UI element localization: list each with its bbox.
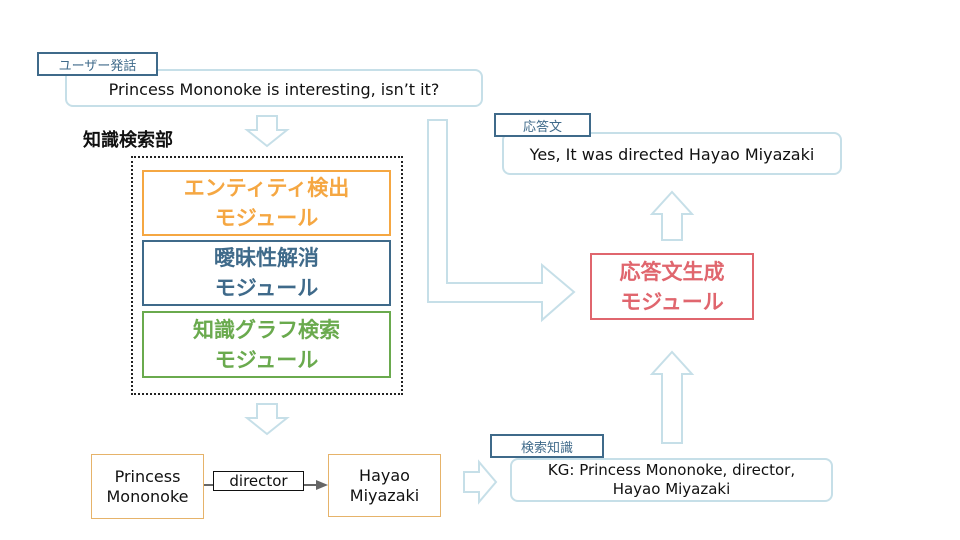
retrieved-knowledge-box: KG: Princess Mononoke, director, Hayao M… xyxy=(510,458,833,502)
entity-detection-module: エンティティ検出 モジュール xyxy=(142,170,391,236)
disambiguation-module: 曖昧性解消 モジュール xyxy=(142,240,391,306)
module-subtitle: モジュール xyxy=(214,347,319,372)
node-line: Miyazaki xyxy=(349,485,420,505)
module-title: 知識グラフ検索 xyxy=(193,317,340,342)
retrieved-knowledge-text: KG: Princess Mononoke, director, xyxy=(547,461,796,479)
graph-relation-label: director xyxy=(213,471,304,491)
response-box: Yes, It was directed Hayao Miyazaki xyxy=(502,132,842,175)
arrow-bend-right-icon xyxy=(427,119,576,323)
graph-subject-node: Princess Mononoke xyxy=(91,454,204,519)
module-subtitle: モジュール xyxy=(214,206,319,230)
user-utterance-label: ユーザー発話 xyxy=(37,52,158,76)
arrow-right-icon xyxy=(463,459,498,505)
module-title: 曖昧性解消 xyxy=(214,246,319,270)
module-title: エンティティ検出 xyxy=(183,176,350,200)
module-subtitle: モジュール xyxy=(214,276,319,300)
response-label: 応答文 xyxy=(494,113,591,137)
user-utterance-text: Princess Mononoke is interesting, isn’t … xyxy=(108,79,440,99)
knowledge-search-title: 知識検索部 xyxy=(83,130,173,151)
node-line: Hayao xyxy=(359,465,410,485)
arrow-down-icon xyxy=(244,403,290,436)
module-title: 応答文生成 xyxy=(619,259,725,284)
retrieved-knowledge-text: Hayao Miyazaki xyxy=(612,480,731,498)
arrow-up-icon xyxy=(649,190,695,241)
arrow-up-icon xyxy=(649,350,695,444)
retrieved-knowledge-label: 検索知識 xyxy=(490,434,604,458)
node-line: Princess xyxy=(114,466,181,486)
knowledge-search-group xyxy=(131,156,403,395)
kg-search-module: 知識グラフ検索 モジュール xyxy=(142,311,391,378)
response-text: Yes, It was directed Hayao Miyazaki xyxy=(529,145,815,164)
node-line: Mononoke xyxy=(106,486,189,506)
module-subtitle: モジュール xyxy=(620,289,724,314)
arrow-down-icon xyxy=(244,115,290,148)
response-generation-module: 応答文生成 モジュール xyxy=(590,253,754,320)
graph-object-node: Hayao Miyazaki xyxy=(328,454,441,517)
